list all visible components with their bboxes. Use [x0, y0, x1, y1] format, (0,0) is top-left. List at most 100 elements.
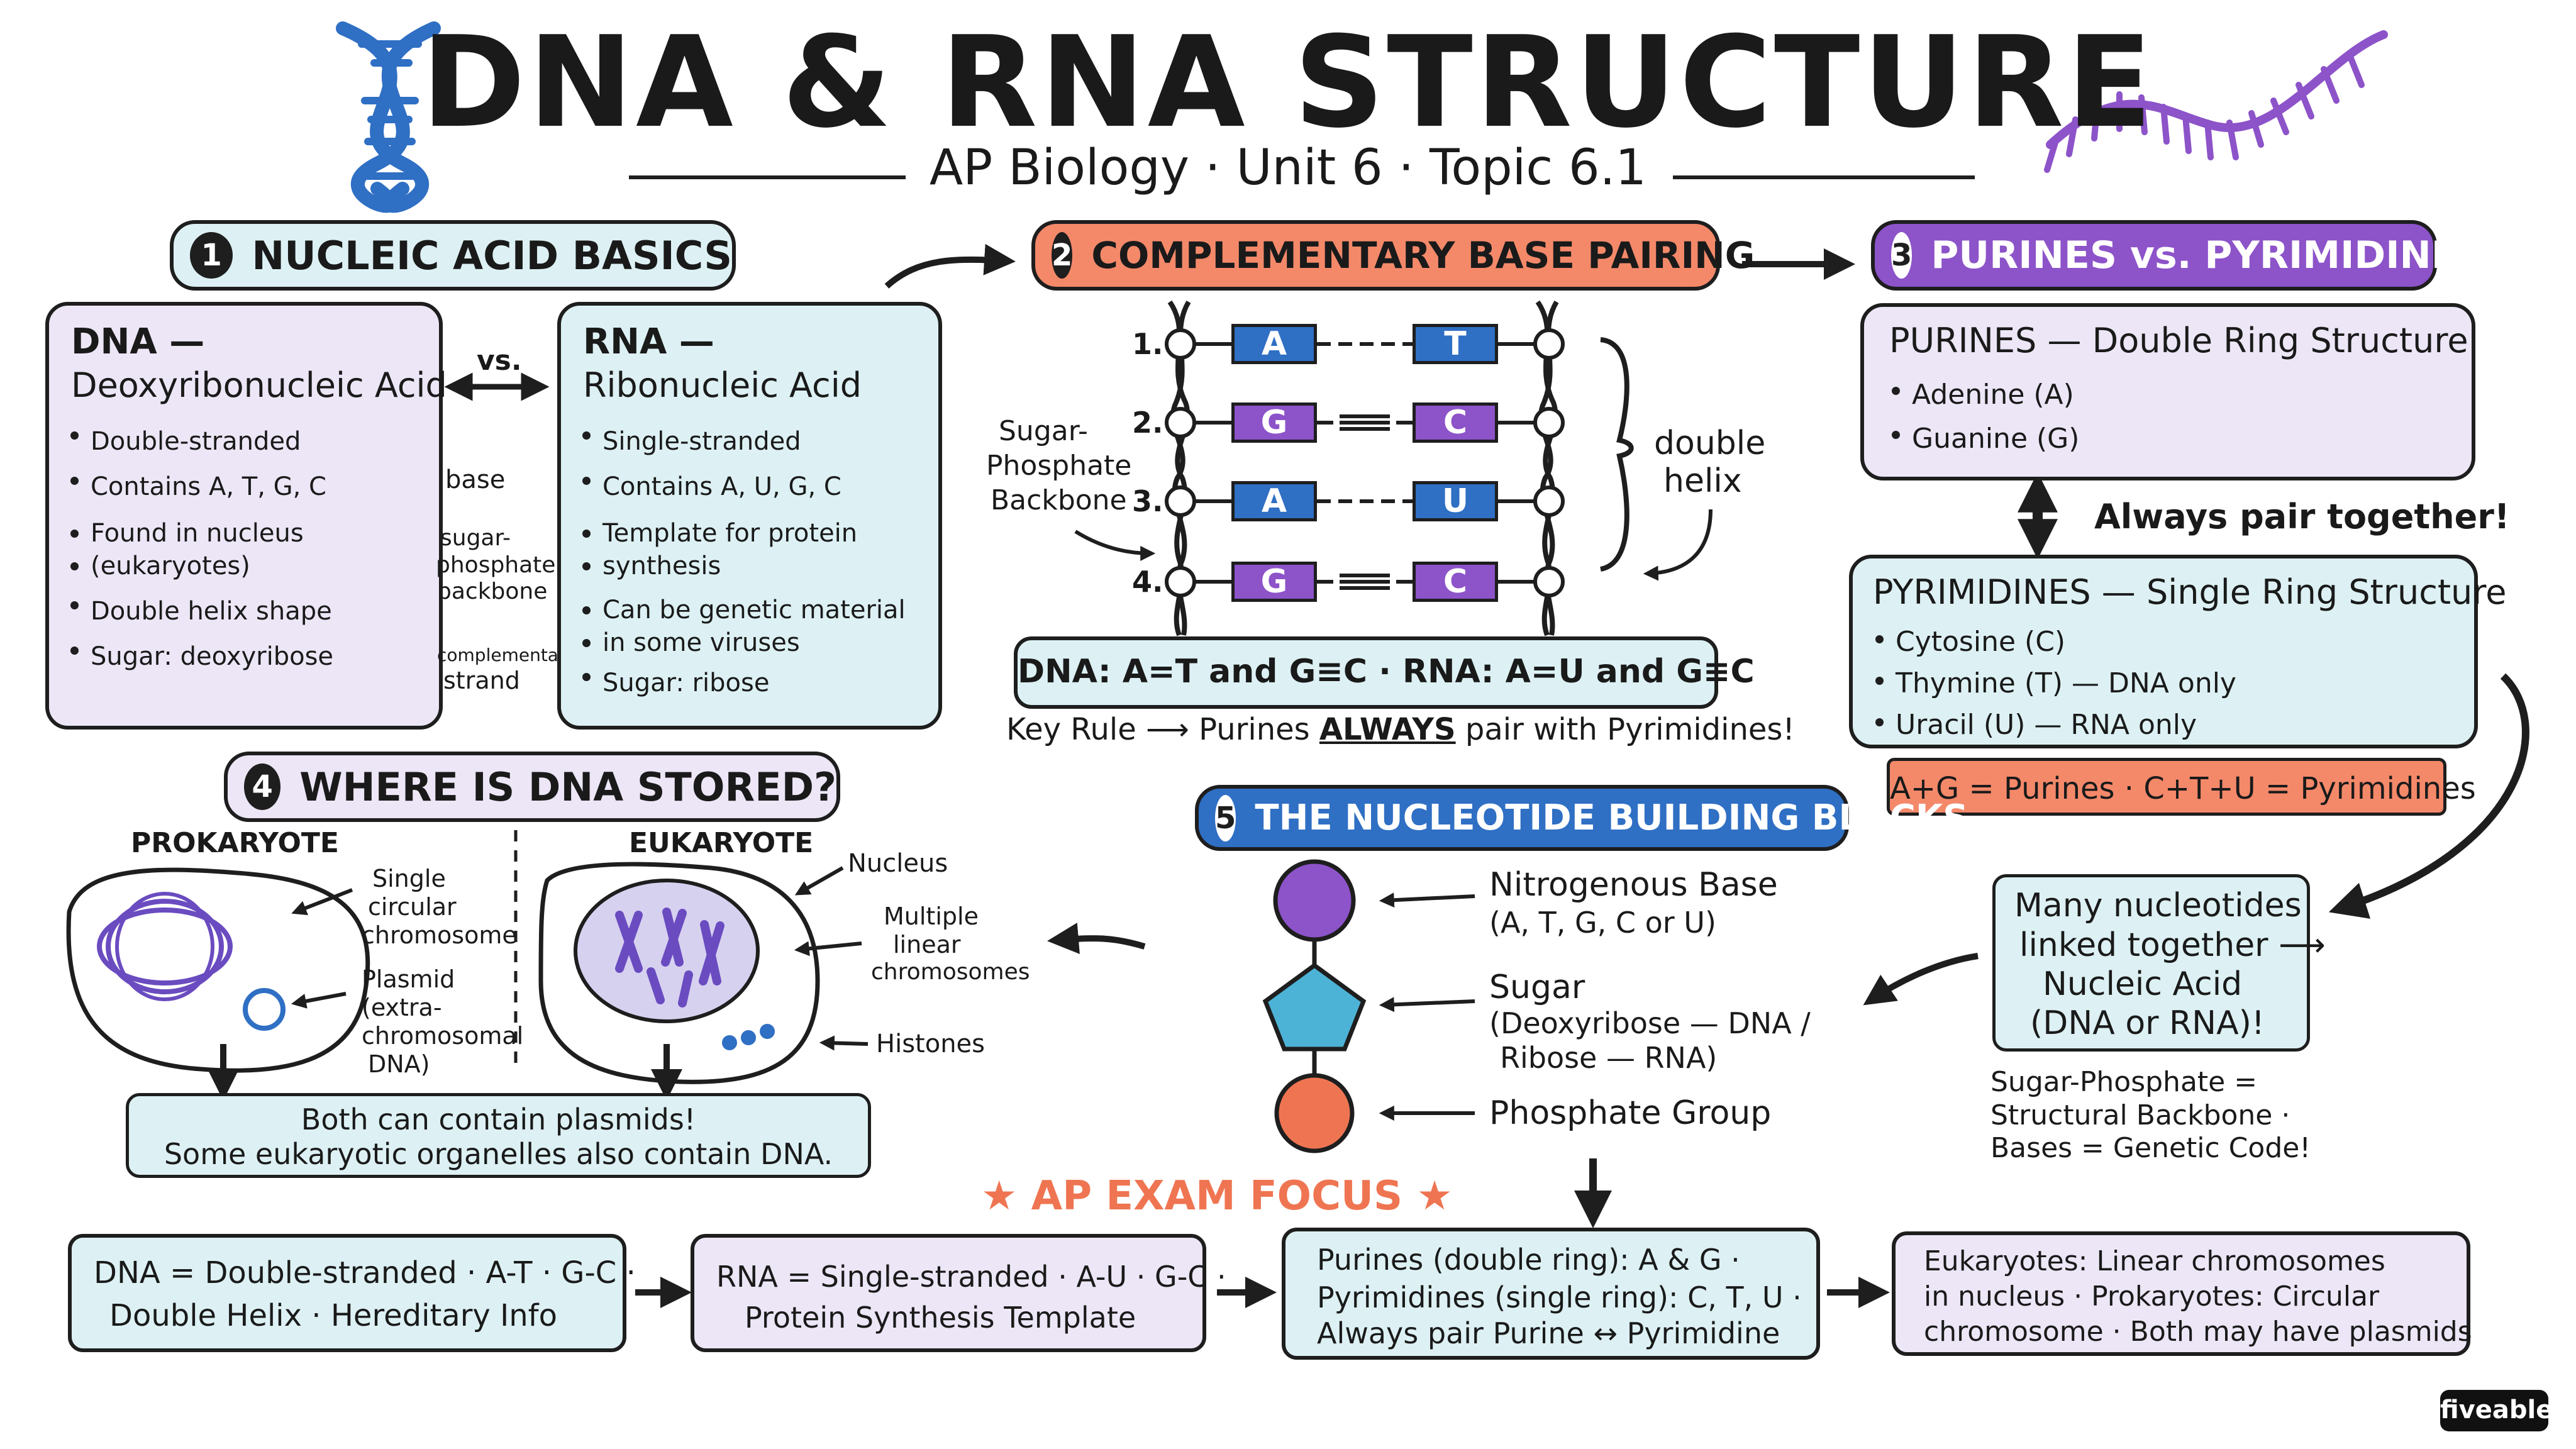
multiple-linear-label-3: chromosomes — [871, 959, 1030, 985]
base-label: base — [445, 465, 506, 494]
dna-title-line1: DNA — — [71, 321, 205, 362]
exam-box-purines: Purines (double ring): A & G · Pyrimidin… — [1282, 1228, 1820, 1360]
eukaryote-cell-drawing — [538, 862, 820, 1084]
row-number: 1. — [1132, 327, 1163, 361]
list-item: Sugar: ribose — [580, 660, 906, 706]
purines-title: PURINES — Double Ring Structure — [1889, 321, 2468, 360]
exam-box-line: Eukaryotes: Linear chromosomes — [1924, 1245, 2385, 1277]
pairing-rule-box: DNA: A=T and G≡C · RNA: A=U and G≡C — [1014, 636, 1755, 709]
backbone-note-2: Structural Backbone · — [1990, 1099, 2290, 1131]
section-2-header: 2 COMPLEMENTARY BASE PAIRING — [1031, 220, 1755, 291]
exam-box-line: Protein Synthesis Template — [745, 1301, 1136, 1335]
list-item-continuation: (eukaryotes) — [68, 550, 333, 582]
section-1-header: 1 NUCLEIC ACID BASICS — [170, 220, 736, 291]
plasmid-label-4: DNA) — [368, 1050, 430, 1078]
row-number: 4. — [1132, 565, 1163, 599]
sugar-label: Sugar — [1489, 969, 1585, 1006]
dna-bullet-list: Double-stranded Contains A, T, G, C Foun… — [68, 419, 333, 679]
multiple-linear-label-2: linear — [893, 931, 961, 958]
list-item: Double-stranded — [68, 419, 333, 464]
helix-label-1: double — [1654, 425, 1766, 462]
complementary-label: complementary — [437, 645, 577, 665]
sugar-label-1: sugar- — [440, 525, 511, 551]
base-tile-g: G — [1231, 562, 1317, 602]
rna-title-line2: Ribonucleic Acid — [583, 365, 862, 405]
vs-label: vs. — [477, 345, 522, 377]
rna-strand-icon — [2044, 30, 2388, 173]
exam-box-line: Purines (double ring): A & G · — [1317, 1243, 1740, 1277]
rna-bullet-list: Single-stranded Contains A, U, G, C Temp… — [580, 419, 906, 706]
base-tile-a: A — [1231, 324, 1317, 364]
list-item: Can be genetic material — [580, 594, 906, 626]
single-chromosome-label-3: chromosome — [362, 921, 517, 949]
sugar-label-2: phosphate — [436, 552, 556, 578]
exam-box-line: Always pair Purine ↔ Pyrimidine — [1317, 1316, 1780, 1350]
fiveable-logo: fiveable — [2440, 1390, 2553, 1431]
helix-label-2: helix — [1663, 462, 1742, 500]
backbone-label-2: Phosphate — [986, 450, 1132, 482]
pyrimidines-list: Cytosine (C) Thymine (T) — DNA only Urac… — [1873, 621, 2236, 746]
section-number: 1 — [190, 232, 233, 279]
purine-pyrimidine-formula: A+G = Purines · C+T+U = Pyrimidines — [1887, 758, 2476, 816]
list-item-continuation: synthesis — [580, 550, 906, 582]
linked-line-4: (DNA or RNA)! — [2030, 1004, 2265, 1042]
exam-box-line: Double Helix · Hereditary Info — [109, 1298, 557, 1333]
nitrogenous-base-shape — [1273, 859, 1356, 942]
section-4-header: 4 WHERE IS DNA STORED? — [224, 752, 840, 822]
section-title: THE NUCLEOTIDE BUILDING BLOCKS — [1255, 797, 1968, 838]
sugar-pentagon-shape — [1262, 962, 1367, 1052]
sugar-label-3: backbone — [437, 579, 548, 604]
list-item: Guanine (G) — [1889, 417, 2079, 461]
purines-list: Adenine (A) Guanine (G) — [1889, 373, 2079, 461]
single-chromosome-label-2: circular — [368, 893, 457, 921]
backbone-note-1: Sugar-Phosphate = — [1990, 1066, 2258, 1098]
histones-label: Histones — [876, 1030, 985, 1058]
section-number: 3 — [1891, 232, 1913, 279]
nitrogenous-base-label: Nitrogenous Base — [1489, 866, 1778, 904]
base-tile-t: T — [1413, 324, 1498, 364]
key-rule-post: pair with Pyrimidines! — [1455, 712, 1795, 747]
nitrogenous-base-detail: (A, T, G, C or U) — [1489, 906, 1716, 940]
storage-note-2: Some eukaryotic organelles also contain … — [164, 1137, 833, 1171]
formula-text: A+G = Purines · C+T+U = Pyrimidines — [1890, 771, 2476, 806]
list-item: Single-stranded — [580, 419, 906, 464]
phosphate-group-shape — [1274, 1073, 1355, 1153]
backbone-label-1: Sugar- — [999, 415, 1088, 447]
plasmid-label-3: chromosomal — [362, 1022, 524, 1050]
nucleus-label: Nucleus — [848, 849, 948, 878]
section-title: PURINES vs. PYRIMIDINES — [1931, 233, 2484, 277]
section-5-header: 5 THE NUCLEOTIDE BUILDING BLOCKS — [1195, 785, 1968, 851]
list-item-continuation: in some viruses — [580, 626, 906, 659]
section-number: 4 — [244, 763, 281, 810]
purines-card: PURINES — Double Ring Structure Adenine … — [1860, 303, 2475, 480]
dna-helix-icon — [336, 21, 441, 213]
plasmid-label-2: (extra- — [362, 994, 442, 1021]
exam-box-line: chromosome · Both may have plasmids — [1924, 1316, 2472, 1348]
storage-note-1: Both can contain plasmids! — [301, 1102, 696, 1136]
always-pair-label: Always pair together! — [2094, 497, 2510, 536]
base-tile-a: A — [1231, 481, 1317, 521]
sugar-detail-2: Ribose — RNA) — [1500, 1041, 1718, 1075]
list-item: Thymine (T) — DNA only — [1873, 663, 2236, 704]
exam-box-line: RNA = Single-stranded · A-U · G-C · — [716, 1260, 1226, 1294]
exam-box-line: in nucleus · Prokaryotes: Circular — [1924, 1280, 2380, 1313]
list-item: Sugar: deoxyribose — [68, 634, 333, 679]
list-item: Adenine (A) — [1889, 373, 2079, 417]
linked-line-1: Many nucleotides — [2014, 887, 2302, 924]
dna-card: DNA — Deoxyribonucleic Acid Double-stran… — [45, 302, 447, 730]
prokaryote-label: PROKARYOTE — [131, 827, 339, 859]
base-tile-u: U — [1413, 481, 1498, 521]
plasmid-label-1: Plasmid — [362, 965, 455, 993]
backbone-note-3: Bases = Genetic Code! — [1990, 1132, 2311, 1164]
pyrimidines-title: PYRIMIDINES — Single Ring Structure — [1873, 572, 2507, 612]
prokaryote-cell-drawing — [66, 867, 370, 1073]
list-item: Uracil (U) — RNA only — [1873, 704, 2236, 746]
section-number: 5 — [1215, 794, 1236, 841]
strand-label: strand — [443, 667, 520, 694]
base-tile-g: G — [1231, 402, 1317, 443]
list-item: Contains A, U, G, C — [580, 464, 906, 509]
exam-box-dna: DNA = Double-stranded · A-T · G-C · Doub… — [68, 1234, 636, 1352]
page-title: DNA & RNA STRUCTURE — [421, 9, 2155, 156]
key-rule: Key Rule ⟶ Purines ALWAYS pair with Pyri… — [1006, 712, 1795, 747]
